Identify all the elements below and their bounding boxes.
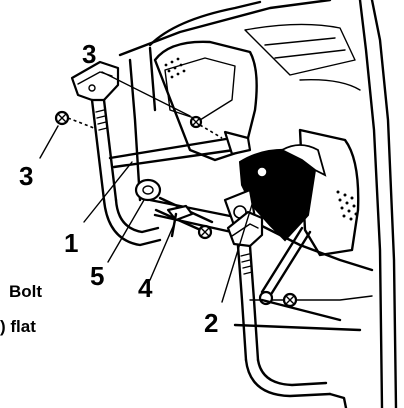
leader-lines [39, 71, 259, 303]
leader-2 [221, 184, 259, 303]
bolt-top [189, 115, 223, 139]
vent-holes-top [164, 57, 186, 79]
leader-1 [83, 161, 133, 223]
vent-holes-right [336, 190, 358, 221]
right-handle-bracket [226, 210, 348, 408]
leader-4 [149, 221, 176, 281]
rack-teeth-right [240, 253, 253, 275]
black-cover-plate [238, 144, 327, 242]
diagonal-strut [108, 130, 252, 169]
bolt-left [54, 110, 95, 129]
edge-text-bolt: Bolt [9, 282, 42, 301]
callout-1: 1 [64, 228, 78, 258]
callout-4: 4 [138, 273, 153, 303]
callout-3-left: 3 [19, 161, 33, 191]
leader-3-top [101, 71, 191, 117]
callout-5: 5 [90, 261, 104, 291]
leader-5 [107, 199, 145, 263]
callout-3-top: 3 [82, 39, 96, 69]
callout-2: 2 [204, 308, 218, 338]
edge-text-flat: ) flat [0, 317, 36, 336]
rack-teeth-left [95, 109, 108, 131]
leader-3-left [39, 125, 59, 159]
left-handle-bracket [70, 60, 162, 247]
